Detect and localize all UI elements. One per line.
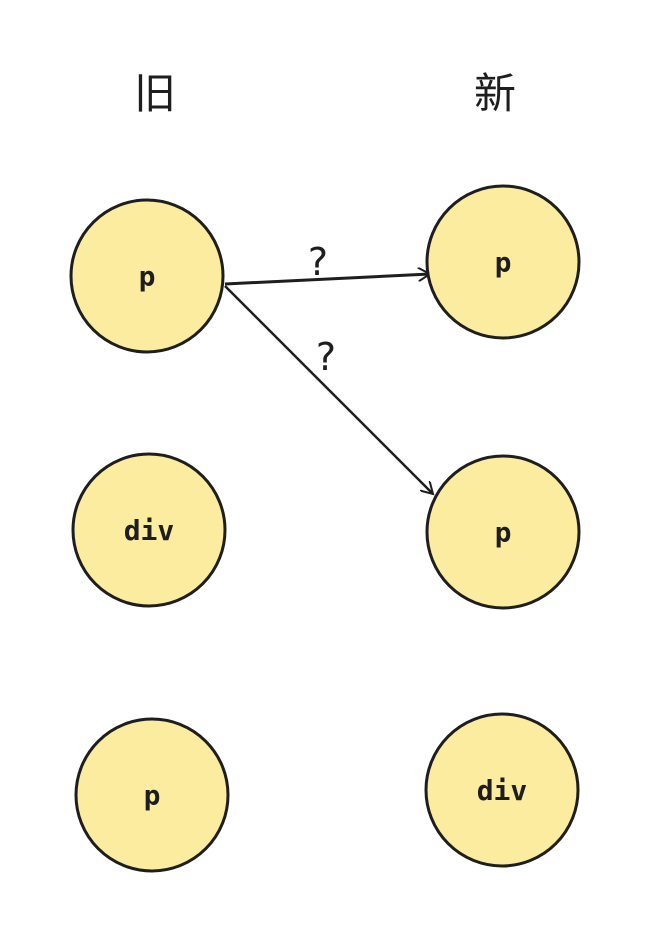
node-label: p	[495, 516, 512, 549]
edge-label: ?	[308, 240, 328, 284]
edge-old-p-to-new-p-middle: ?	[224, 285, 433, 494]
old-node-2: p	[74, 717, 230, 873]
node-label: div	[477, 774, 528, 807]
node-label: p	[495, 246, 512, 279]
node-label: p	[144, 779, 161, 812]
old-column-title: 旧	[133, 69, 176, 118]
edge-old-p-to-new-p-top: ?	[224, 240, 430, 286]
new-column-title: 新	[473, 69, 516, 118]
old-node-0: p	[69, 198, 225, 354]
new-node-0: p	[425, 184, 581, 340]
old-node-1: div	[71, 452, 227, 608]
edge-label: ?	[316, 335, 336, 379]
node-label: div	[124, 514, 175, 547]
node-label: p	[139, 260, 156, 293]
new-node-1: p	[425, 454, 581, 610]
new-node-2: div	[424, 712, 580, 868]
